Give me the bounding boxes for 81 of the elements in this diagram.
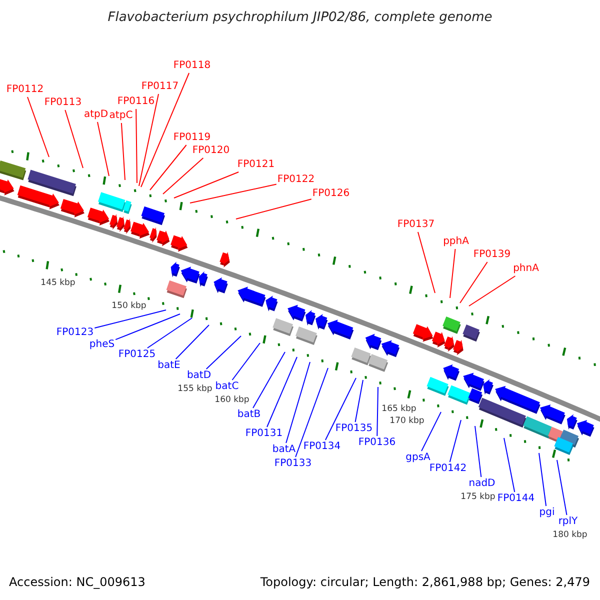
leader-line xyxy=(27,96,50,158)
leader-line xyxy=(136,108,138,184)
gene-label: FP0119 xyxy=(173,132,211,144)
gene-label: FP0126 xyxy=(312,188,350,200)
leader-line xyxy=(120,122,126,180)
leader-line xyxy=(538,452,547,506)
leader-line xyxy=(450,248,456,298)
gene-label: pheS xyxy=(89,339,115,351)
leader-line xyxy=(252,352,286,408)
leader-line xyxy=(266,356,298,428)
gene-label: batB xyxy=(237,409,261,421)
title: Flavobacterium psychrophilum JIP02/86, complete genome xyxy=(106,10,494,25)
leader-line xyxy=(140,72,190,188)
leader-line xyxy=(417,232,436,294)
scale-label: 180 kbp xyxy=(552,530,588,540)
scale-label: 165 kbp xyxy=(382,404,416,414)
scale-label: 145 kbp xyxy=(40,278,76,288)
gene-label: FP0118 xyxy=(173,60,211,72)
gene-label: FP0112 xyxy=(6,84,44,96)
scale-label: 175 kbp xyxy=(460,492,496,502)
leader-line xyxy=(354,380,364,422)
gene-label: FP0125 xyxy=(118,349,156,361)
scale-label: 155 kbp xyxy=(178,384,212,394)
gene-label: atpD xyxy=(84,109,108,121)
footer-text: Topology: circular; Length: 2,861,988 bp; Genes: 2,479 xyxy=(260,575,590,589)
gene-label: batC xyxy=(215,381,239,393)
gene-label: FP0123 xyxy=(56,327,94,339)
gene-label: FP0120 xyxy=(192,145,230,157)
leader-line xyxy=(115,314,180,340)
leader-line xyxy=(97,122,110,176)
gene-label: FP0133 xyxy=(274,458,312,470)
leader-line xyxy=(206,336,242,370)
leader-line xyxy=(174,172,240,198)
leader-line xyxy=(468,276,516,306)
leader-line xyxy=(421,412,442,452)
gene-label: pphA xyxy=(443,236,469,248)
leader-line xyxy=(504,438,516,492)
gene-label: FP0121 xyxy=(237,159,275,171)
gene-label: batD xyxy=(186,370,212,382)
gene-label: FP0144 xyxy=(497,493,535,505)
gene-label: phnA xyxy=(513,263,539,275)
leader-line xyxy=(556,460,568,516)
leader-line xyxy=(138,94,160,186)
leader-line xyxy=(376,386,378,436)
leader-line xyxy=(175,324,210,360)
footer-text: Accession: NC_009613 xyxy=(9,575,146,589)
leader-line xyxy=(449,420,462,462)
leader-line xyxy=(324,378,356,440)
gene-label: FP0137 xyxy=(397,219,435,231)
gene-label: FP0117 xyxy=(141,81,179,93)
leader-line xyxy=(94,310,166,329)
gene-label: FP0113 xyxy=(44,97,82,109)
scale-label: 170 kbp xyxy=(390,416,424,426)
scale-label: 150 kbp xyxy=(112,301,146,311)
leader-line xyxy=(236,198,312,220)
gene-label: rplY xyxy=(558,516,578,528)
gene-label: FP0134 xyxy=(303,441,341,453)
gene-label: FP0135 xyxy=(335,423,373,435)
gene-label: batE xyxy=(158,360,180,372)
leader-line xyxy=(460,262,488,304)
leader-line xyxy=(295,368,328,458)
scale-label: 160 kbp xyxy=(214,395,250,405)
gene-label: FP0116 xyxy=(117,96,155,108)
leader-line xyxy=(232,342,260,380)
gene-label: FP0122 xyxy=(277,174,315,186)
gene-label: atpC xyxy=(109,110,133,122)
leader-line xyxy=(146,318,192,348)
leader-line xyxy=(150,144,187,190)
gene-label: pgi xyxy=(539,507,555,519)
gene-label: nadD xyxy=(468,478,496,490)
gene-label: batA xyxy=(272,444,296,456)
gene-label: FP0139 xyxy=(473,249,511,261)
leader-line xyxy=(64,110,84,168)
leader-line xyxy=(162,158,204,194)
gene-label: FP0142 xyxy=(429,463,467,475)
gene-label: FP0131 xyxy=(245,428,283,440)
leader-line xyxy=(286,362,310,444)
leader-line xyxy=(474,426,482,478)
gene-label: FP0136 xyxy=(358,437,396,449)
gene-label: gpsA xyxy=(406,452,430,464)
leader-line xyxy=(190,184,277,204)
